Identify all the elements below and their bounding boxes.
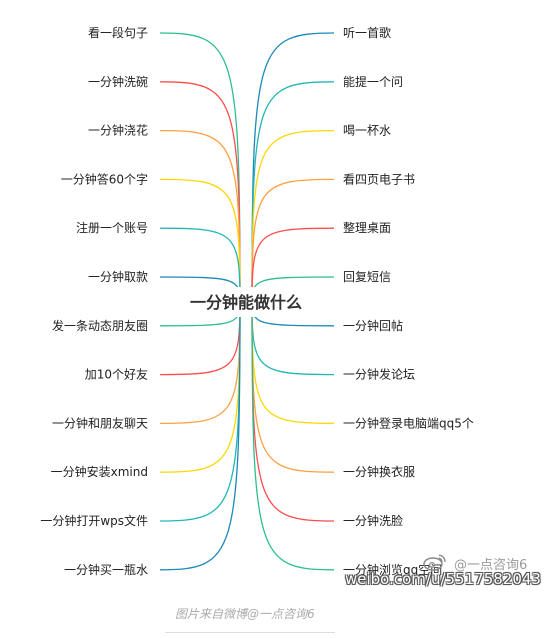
right-branch-line [251, 32, 335, 303]
right-branch-line [251, 81, 335, 303]
left-branch-line [159, 32, 241, 303]
right-branch-label: 一分钟洗脸 [343, 513, 403, 528]
right-branch-label: 一分钟回帖 [343, 318, 403, 333]
right-branch-label: 一分钟发论坛 [343, 367, 415, 382]
right-branch-line [251, 301, 335, 473]
right-branch-label: 喝一杯水 [343, 124, 391, 138]
branch-labels: 看一段句子一分钟洗碗一分钟浇花一分钟答60个字注册一个账号一分钟取款发一条动态朋… [40, 25, 474, 577]
left-branch-line [159, 178, 241, 303]
left-branch-line [159, 301, 241, 571]
image-caption: 图片来自微博@一点咨询6 [175, 607, 315, 621]
left-branch-line [159, 81, 241, 303]
left-branch-label: 加10个好友 [85, 368, 148, 382]
left-branch-label: 一分钟打开wps文件 [40, 513, 148, 528]
left-branch-label: 一分钟洗碗 [88, 74, 148, 89]
right-branch-label: 一分钟换衣服 [343, 464, 415, 479]
left-branch-line [159, 129, 241, 303]
right-branch-line [251, 129, 335, 303]
right-branch-label: 整理桌面 [343, 220, 391, 235]
right-branch-label: 看四页电子书 [343, 172, 415, 186]
watermark-handle: @一点咨询6 [454, 558, 528, 573]
right-branch-label: 听一首歌 [343, 25, 391, 40]
weibo-logo-icon [423, 554, 446, 571]
right-branch-label: 一分钟浏览qq空间 [343, 562, 442, 577]
center-node-bg [176, 287, 316, 317]
left-branch-label: 一分钟安装xmind [51, 464, 148, 479]
left-branch-line [159, 301, 241, 522]
right-branch-label: 能提一个问 [343, 74, 403, 89]
left-branch-label: 一分钟浇花 [88, 123, 148, 138]
left-branch-label: 发一条动态朋友圈 [52, 318, 148, 333]
right-branch-label: 回复短信 [343, 270, 391, 284]
left-branch-label: 注册一个账号 [76, 220, 148, 235]
center-topic: 一分钟能做什么 [190, 293, 302, 312]
left-branch-label: 一分钟答60个字 [61, 171, 148, 186]
left-branch-line [159, 301, 241, 425]
watermark-url: weibo.com/u/5517582043 [345, 570, 541, 588]
caption-divider [165, 632, 335, 633]
right-branch-line [251, 227, 335, 303]
right-branch-line [251, 301, 335, 522]
right-branch-line [251, 178, 335, 303]
right-branch-label: 一分钟登录电脑端qq5个 [343, 415, 474, 430]
left-branch-label: 一分钟取款 [88, 269, 148, 284]
right-branch-line [251, 301, 335, 571]
left-branch-line [159, 301, 241, 473]
left-branch-label: 一分钟和朋友聊天 [52, 415, 148, 430]
left-branch-label: 看一段句子 [88, 25, 148, 40]
right-branch-line [251, 301, 335, 425]
left-branch-line [159, 227, 241, 303]
left-branch-label: 一分钟买一瓶水 [64, 562, 148, 577]
